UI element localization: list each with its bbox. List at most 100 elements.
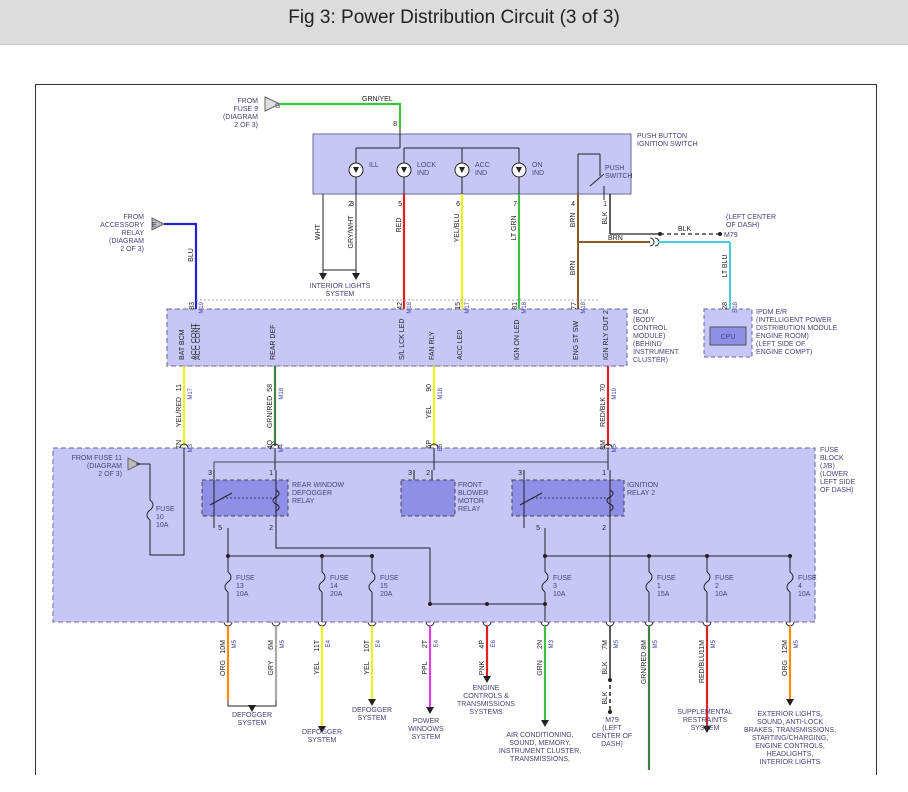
output-pin: 6M [268, 640, 275, 650]
arrow-icon [786, 699, 794, 706]
push-switch-label: SWITCH [605, 173, 633, 180]
from-fuse9-label: (DIAGRAM [223, 114, 258, 121]
connector-icon [605, 621, 615, 627]
relay-pin: 2 [269, 525, 273, 532]
interior-lights-label: SYSTEM [326, 291, 355, 298]
switch-contact [209, 492, 233, 506]
ipdm-title: (INTELLIGENT POWER [756, 317, 832, 324]
output-conn: E6 [491, 639, 497, 647]
interior-lights-label: INTERIOR LIGHTS [310, 283, 371, 290]
relay-pin: 3 [208, 470, 212, 477]
pin-label: 5 [398, 201, 402, 208]
arrow-icon [319, 273, 327, 280]
wire-grn-yel [280, 102, 402, 128]
relay-pin: 5 [536, 525, 540, 532]
bcm-conn-in: M17 [465, 301, 471, 313]
power-windows-label: WINDOWS [408, 726, 444, 733]
output-wire-label: GRN/RED [641, 652, 648, 684]
junction-dot [788, 554, 792, 558]
air-conditioning-label: AIR CONDITIONING, [506, 732, 573, 739]
output-wire-label: RED/BLU [699, 653, 706, 683]
from-fuse11-label: (DIAGRAM [87, 463, 122, 470]
connector-icon [179, 443, 189, 449]
jb-top-pin: 4Q [267, 439, 274, 449]
bcm-title: (BEHIND [633, 341, 662, 348]
defogger-label: DEFOGGER [302, 729, 342, 736]
bcm-conn-in: M19 [199, 301, 205, 313]
bcm-conn-out: M17 [188, 387, 194, 399]
from-accessory-label: ACCESSORY [100, 222, 144, 229]
bcm-pin-in: 83 [189, 302, 196, 310]
bcm-wire-label: YEL/RED [176, 397, 183, 427]
arrow-icon [368, 699, 376, 706]
output-conn: M5 [280, 639, 286, 648]
arrow-icon [703, 726, 711, 733]
switch-item-label: ILL [369, 162, 379, 169]
fuse-block-title: (LOWER [820, 471, 848, 478]
diagram-frame [35, 84, 877, 775]
from-accessory-label: FROM [123, 214, 144, 221]
bcm-conn-out: M19 [612, 387, 618, 399]
from-accessory-label: (DIAGRAM [109, 238, 144, 245]
fuse-label: 10A [715, 591, 728, 598]
connector-icon [367, 621, 377, 627]
fuse-label: 10A [236, 591, 249, 598]
led-icon [516, 167, 522, 173]
arrow-icon [483, 676, 491, 683]
bcm-pin-label: ACC CONT [191, 323, 198, 360]
ipdm-title: DISTRIBUTION MODULE [756, 325, 838, 332]
exterior-lights-label: STARTING/CHARGING, [752, 735, 828, 742]
title-bar: Fig 3: Power Distribution Circuit (3 of … [0, 0, 908, 45]
junction-dot [320, 554, 324, 558]
relay-box [400, 479, 456, 517]
output-wire-label: PNK [479, 660, 486, 675]
output-conn: M5 [653, 639, 659, 648]
bcm-title: CLUSTER) [633, 357, 668, 364]
exterior-lights-label: BRAKES, TRANSMISSIONS, [744, 727, 836, 734]
junction-dot [428, 602, 432, 606]
ipdm-title: IPDM E/R [756, 309, 787, 316]
output-pin: 10M [220, 640, 227, 654]
relay-label: RELAY [292, 498, 315, 505]
fuse-icon [224, 571, 232, 593]
pin-label: 7 [513, 201, 517, 208]
fuse-label: 10A [156, 522, 169, 529]
switch-contact [589, 173, 605, 187]
switch-item-label: LOCK [417, 162, 436, 169]
bcm-bottom-label: FAN RLY [429, 331, 436, 360]
fuse-icon [146, 499, 154, 521]
junction-dot [226, 554, 230, 558]
fuse-label: 3 [553, 583, 557, 590]
defogger-label: SYSTEM [238, 720, 267, 727]
bcm-pin-in: 81 [512, 302, 519, 310]
bcm-title: BCM [633, 309, 649, 316]
output-conn: M5 [711, 639, 717, 648]
fuse-icon [541, 571, 549, 593]
relay-label: RELAY 2 [627, 490, 655, 497]
e-letter: E [152, 222, 157, 229]
power-windows-label: SYSTEM [412, 734, 441, 741]
wire-label-lt-grn: LT GRN [511, 215, 518, 240]
connector-icon [264, 96, 282, 112]
wire-label-brn: BRN [570, 213, 577, 228]
pin-1: 1 [603, 201, 607, 208]
fuse-label: 14 [330, 583, 338, 590]
connector-icon [317, 621, 327, 627]
bcm-pin-out: 70 [600, 384, 607, 392]
relay-pin: 2 [602, 525, 606, 532]
fuse-label: 10A [553, 591, 566, 598]
engine-controls-label: SYSTEMS [469, 709, 503, 716]
wire-label-wht: WHT [315, 223, 322, 240]
jb-top-conn: M5 [612, 443, 618, 452]
bcm-title: MODULE) [633, 333, 665, 340]
relay-label: DEFOGGER [292, 490, 332, 497]
connector-icon [702, 621, 712, 627]
bcm-pin-in: 42 [397, 302, 404, 310]
fuse-block-jb [52, 447, 816, 623]
fuse-label: 15A [657, 591, 670, 598]
m79-ground-label: CENTER OF [592, 733, 632, 740]
defogger-label: SYSTEM [308, 737, 337, 744]
output-pin: 2T [422, 639, 429, 648]
bcm-pin-label: S/L LCK LED [399, 319, 406, 360]
fuse-label: 2 [715, 583, 719, 590]
